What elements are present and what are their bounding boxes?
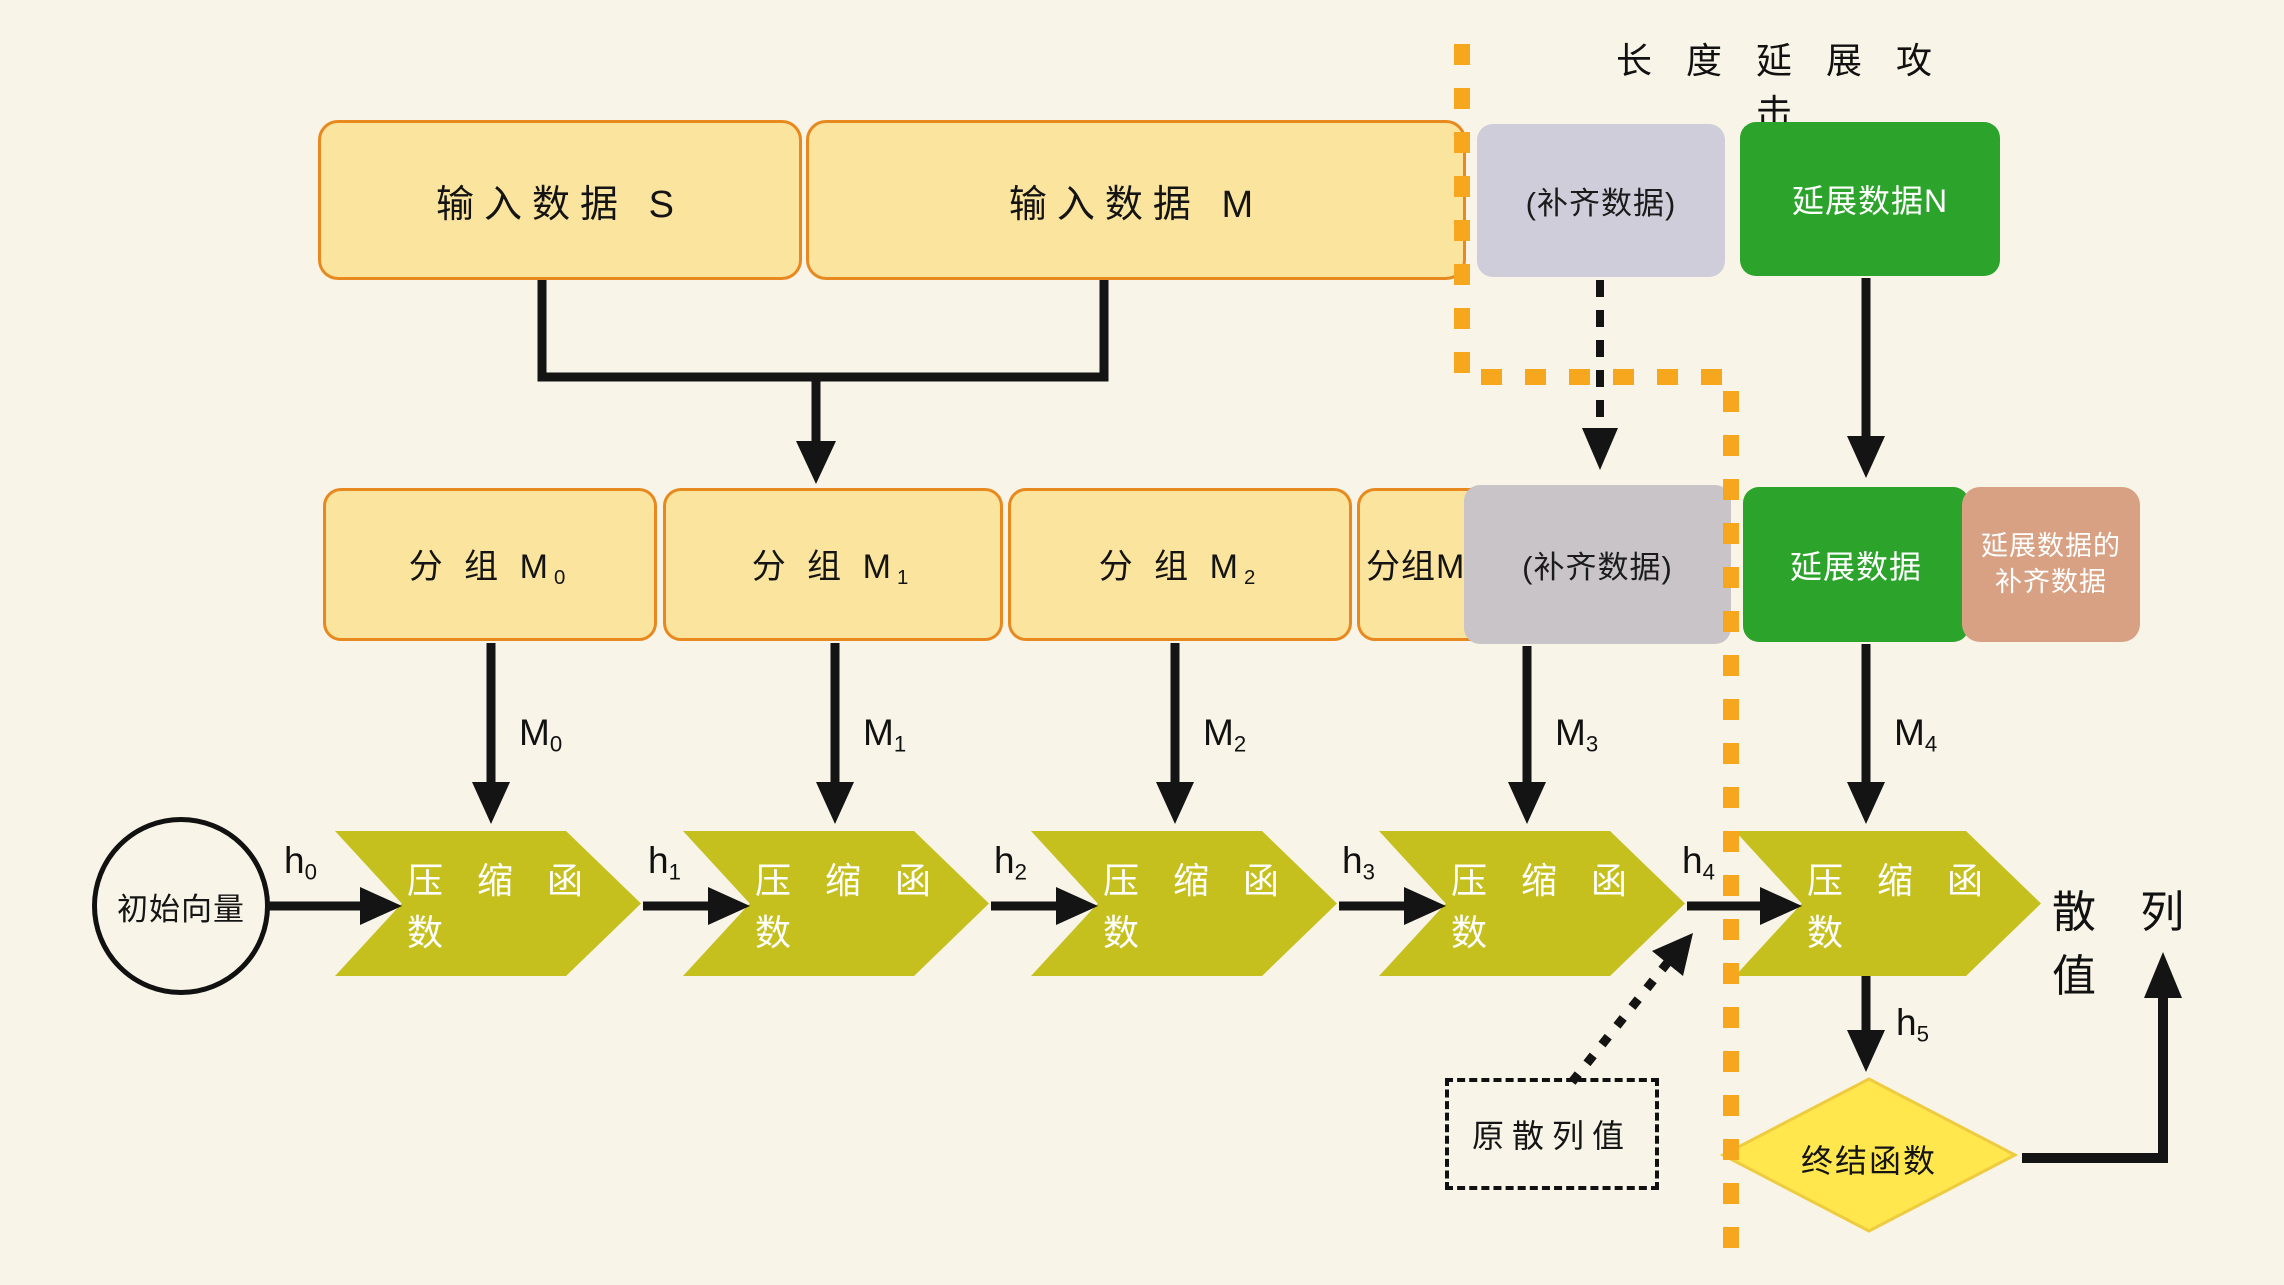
box-original-hash-value: 原散列值 bbox=[1445, 1078, 1659, 1190]
diamond-final-function bbox=[1719, 1077, 2019, 1233]
arrow-padding-dashed bbox=[1582, 280, 1618, 470]
arrow-extension-down bbox=[1847, 278, 1885, 478]
arrow-h3 bbox=[1339, 887, 1446, 925]
box-group-m2: 分 组 M2 bbox=[1008, 488, 1352, 641]
box-input-data-s: 输入数据 S bbox=[318, 120, 802, 280]
group-m0-label: 分 组 M0 bbox=[408, 547, 572, 590]
bracket-merge-line bbox=[537, 280, 1109, 382]
label-h3: h3 bbox=[1342, 840, 1375, 885]
label-h2: h2 bbox=[994, 840, 1027, 885]
box-input-data-m: 输入数据 M bbox=[806, 120, 1466, 280]
box-extension-padding-data: 延展数据的 补齐数据 bbox=[1962, 487, 2140, 642]
box-padding-data-top: (补齐数据) bbox=[1477, 124, 1725, 277]
label-h0: h0 bbox=[284, 840, 317, 885]
extension-padding-line2: 补齐数据 bbox=[1995, 566, 2107, 597]
arrow-m2 bbox=[1156, 643, 1194, 824]
label-m4: M4 bbox=[1894, 712, 1938, 757]
length-extension-boundary-dotted bbox=[1454, 44, 1739, 1250]
arrow-merge-down bbox=[796, 377, 836, 484]
arrow-final-to-hash bbox=[2022, 952, 2182, 1163]
arrow-h0 bbox=[266, 887, 402, 925]
group-m1-label: 分 组 M1 bbox=[751, 547, 915, 590]
arrow-h1 bbox=[643, 887, 750, 925]
box-group-m0: 分 组 M0 bbox=[323, 488, 657, 641]
arrow-h2 bbox=[991, 887, 1098, 925]
arrow-original-hash-dotted bbox=[1568, 933, 1693, 1085]
label-m2: M2 bbox=[1203, 712, 1247, 757]
arrow-h5 bbox=[1847, 976, 1885, 1072]
box-padding-data-row2: (补齐数据) bbox=[1464, 485, 1731, 644]
box-extension-data: 延展数据 bbox=[1743, 487, 1969, 642]
chevron-compression-2: 压 缩 函 数 bbox=[683, 831, 989, 976]
extension-padding-line1: 延展数据的 bbox=[1981, 531, 2121, 562]
arrow-m1 bbox=[816, 643, 854, 824]
hash-value-label: 散 列 值 bbox=[2052, 888, 2201, 1001]
diagram-title: 长 度 延 展 攻 击 bbox=[1615, 40, 1944, 133]
label-m3: M3 bbox=[1555, 712, 1599, 757]
arrow-m0 bbox=[472, 643, 510, 824]
label-h1: h1 bbox=[648, 840, 681, 885]
arrow-h4 bbox=[1687, 887, 1802, 925]
label-m0: M0 bbox=[519, 712, 563, 757]
box-extension-data-n: 延展数据N bbox=[1740, 122, 2000, 276]
arrow-m3 bbox=[1508, 646, 1546, 824]
group-m2-label: 分 组 M2 bbox=[1098, 547, 1262, 590]
label-h4: h4 bbox=[1682, 840, 1715, 885]
label-m1: M1 bbox=[863, 712, 907, 757]
final-function-label: 终结函数 bbox=[1800, 1143, 1937, 1179]
label-h5: h5 bbox=[1896, 1002, 1929, 1047]
box-group-m1: 分 组 M1 bbox=[663, 488, 1003, 641]
arrow-m4 bbox=[1847, 644, 1885, 824]
